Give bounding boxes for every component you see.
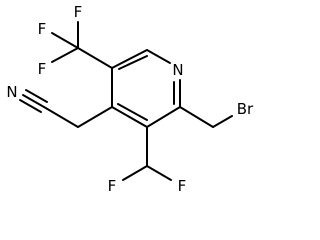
atom-label-f-chf2-right: F [178, 177, 187, 195]
atom-label-f-cf3-left1: F [38, 20, 47, 38]
bond-ch2-br [212, 115, 233, 128]
atom-label-n-nitrile: N [6, 83, 17, 101]
atom-label-f-cf3-top: F [74, 3, 83, 21]
atom-label-n-ring: N [172, 61, 183, 79]
triple-bond-3 [19, 99, 42, 113]
triple-bond-2 [25, 89, 48, 103]
bond-c2-ch2br [179, 106, 214, 128]
atom-label-br: Br [237, 100, 254, 118]
cyanomethyl-group [19, 89, 113, 128]
double-bond-c3-c4 [117, 103, 148, 121]
bond-c3-c4 [111, 106, 148, 128]
bond-chf2-f-left [122, 165, 148, 181]
bond-c6-n [146, 49, 171, 64]
bond-c4-ch2 [77, 106, 113, 128]
bond-c5-cf3 [77, 47, 113, 69]
bond-cf3-f-left2 [51, 47, 79, 63]
trifluoromethyl-group [51, 21, 113, 69]
atom-label-f-cf3-left2: F [38, 60, 47, 78]
difluoromethyl-group [122, 126, 172, 181]
bond-c2-c3 [146, 106, 181, 128]
double-bond-c5-c6 [118, 55, 148, 70]
bromomethyl-group [179, 106, 233, 128]
bond-ch2-cn [43, 106, 79, 128]
bond-chf2-f-right [146, 165, 172, 181]
molecule-structure: N Br N F F F F F [6, 3, 254, 195]
atom-label-f-chf2-left: F [108, 177, 117, 195]
pyridine-ring [111, 49, 181, 128]
bond-c5-c6 [111, 49, 148, 69]
triple-bond-1 [22, 94, 45, 108]
bond-cf3-f-left1 [51, 32, 79, 49]
